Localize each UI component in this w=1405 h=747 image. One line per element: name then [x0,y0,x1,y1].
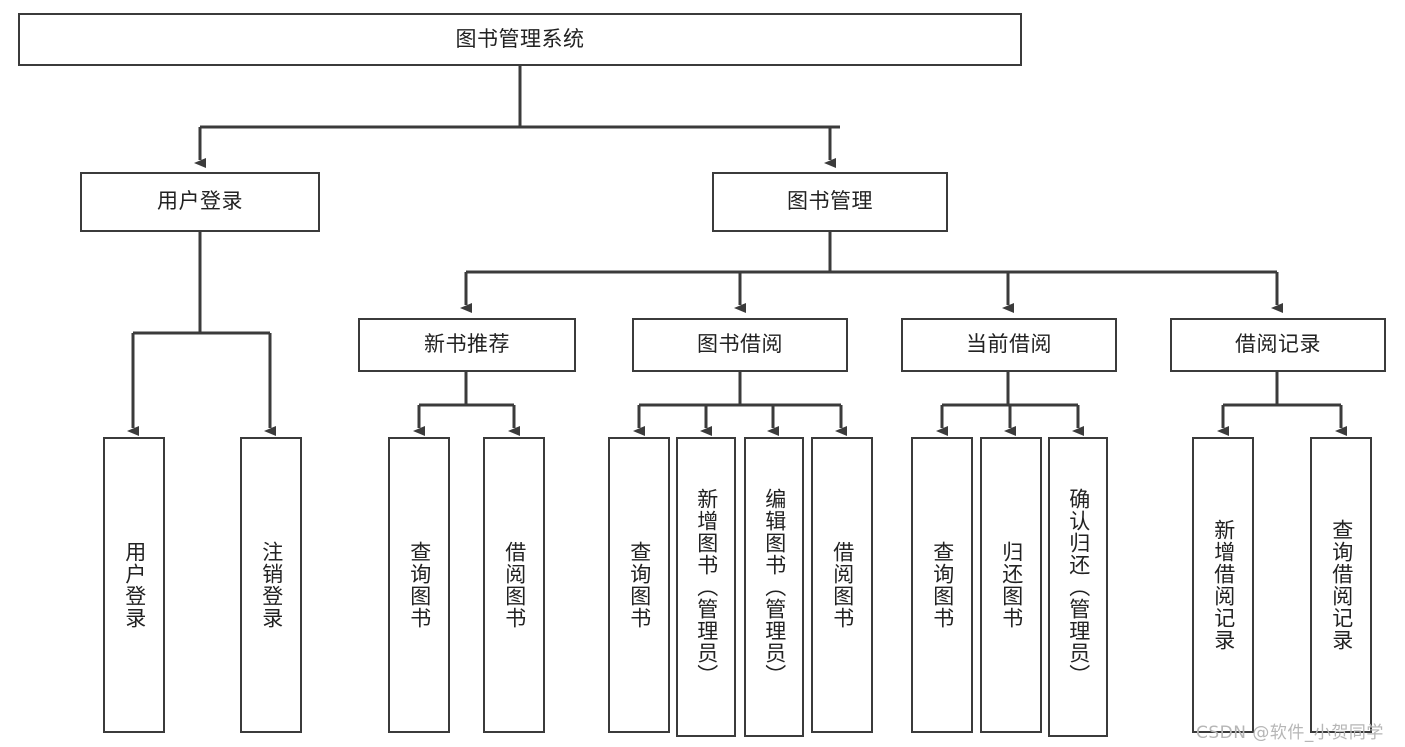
node-current-borrow-label: 当前借阅 [966,332,1052,357]
node-leaf-logout-login-label: 注销登录 [259,541,284,629]
node-leaf-return-book[interactable]: 归还图书 [980,437,1042,733]
node-leaf-add-record-label: 新增借阅记录 [1211,519,1236,651]
node-leaf-add-record[interactable]: 新增借阅记录 [1192,437,1254,733]
node-borrow-record[interactable]: 借阅记录 [1170,318,1386,372]
node-leaf-confirm-return[interactable]: 确认归还（管理员） [1048,437,1108,737]
node-leaf-query-book-2-label: 查询图书 [627,541,652,629]
node-current-borrow[interactable]: 当前借阅 [901,318,1117,372]
node-leaf-query-record[interactable]: 查询借阅记录 [1310,437,1372,733]
node-root-label: 图书管理系统 [455,26,585,51]
node-leaf-query-book-2[interactable]: 查询图书 [608,437,670,733]
node-leaf-borrow-book-2-label: 借阅图书 [830,541,855,629]
node-leaf-logout-login[interactable]: 注销登录 [240,437,302,733]
node-leaf-query-book-3-label: 查询图书 [930,541,955,629]
node-leaf-query-book-1[interactable]: 查询图书 [388,437,450,733]
node-leaf-edit-book[interactable]: 编辑图书（管理员） [744,437,804,737]
node-leaf-user-login[interactable]: 用户登录 [103,437,165,733]
node-leaf-add-book[interactable]: 新增图书（管理员） [676,437,736,737]
node-leaf-return-book-label: 归还图书 [999,541,1024,629]
node-new-book-recommend[interactable]: 新书推荐 [358,318,576,372]
node-leaf-borrow-book-2[interactable]: 借阅图书 [811,437,873,733]
node-book-manage-label: 图书管理 [787,189,873,214]
node-book-borrow[interactable]: 图书借阅 [632,318,848,372]
node-leaf-edit-book-label: 编辑图书（管理员） [762,488,787,686]
node-user-login[interactable]: 用户登录 [80,172,320,232]
node-book-manage[interactable]: 图书管理 [712,172,948,232]
node-leaf-borrow-book-1-label: 借阅图书 [502,541,527,629]
node-user-login-label: 用户登录 [157,189,243,214]
node-leaf-confirm-return-label: 确认归还（管理员） [1066,488,1091,686]
node-borrow-record-label: 借阅记录 [1235,332,1321,357]
node-new-book-recommend-label: 新书推荐 [424,332,510,357]
node-leaf-query-record-label: 查询借阅记录 [1329,519,1354,651]
node-leaf-query-book-3[interactable]: 查询图书 [911,437,973,733]
node-leaf-borrow-book-1[interactable]: 借阅图书 [483,437,545,733]
node-leaf-add-book-label: 新增图书（管理员） [694,488,719,686]
node-book-borrow-label: 图书借阅 [697,332,783,357]
node-leaf-user-login-label: 用户登录 [122,541,147,629]
node-root[interactable]: 图书管理系统 [18,13,1022,66]
csdn-watermark: CSDN @软件_小贺同学 [1196,723,1384,743]
node-leaf-query-book-1-label: 查询图书 [407,541,432,629]
